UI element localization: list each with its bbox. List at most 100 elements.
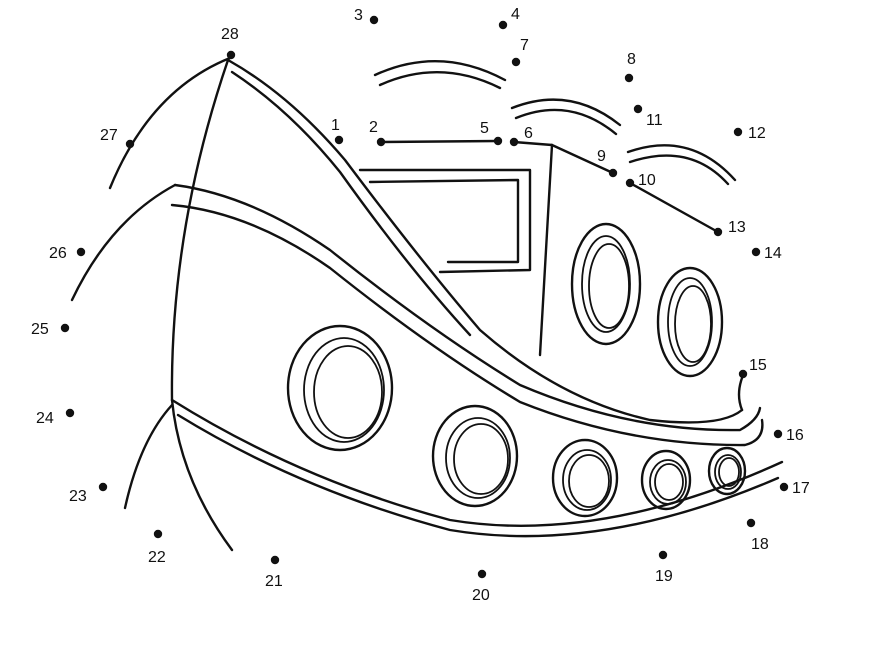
dot-number: 2: [369, 119, 378, 136]
porthole-hull-5: [707, 446, 747, 496]
dot-number: 13: [728, 219, 746, 236]
dot-6: 6: [509, 125, 533, 147]
dot-number: 18: [751, 536, 769, 553]
porthole-hull-3: [551, 438, 619, 518]
dot-number: 17: [792, 480, 810, 497]
dot-marker: [60, 323, 70, 333]
porthole-cabin-1: [570, 222, 642, 346]
dot-marker: [270, 555, 280, 565]
dot-17: 17: [779, 480, 810, 497]
cabin-front-wall: [538, 143, 554, 357]
dot-23: 23: [69, 482, 108, 505]
dot-number: 19: [655, 568, 673, 585]
dot-13: 13: [713, 219, 746, 237]
dot-marker: [65, 408, 75, 418]
segment-6-9b: [550, 143, 615, 175]
dot-number: 25: [31, 321, 49, 338]
dot-number: 6: [524, 125, 533, 142]
dot-marker: [76, 247, 86, 257]
dot-2: 2: [369, 119, 386, 147]
porthole-hull-4: [640, 449, 692, 511]
dot-marker: [625, 178, 635, 188]
dot-number: 1: [331, 117, 340, 134]
dot-marker: [746, 518, 756, 528]
dot-20: 20: [472, 569, 490, 604]
dot-1: 1: [331, 117, 344, 145]
dot-marker: [658, 550, 668, 560]
hull-left-edge: [170, 58, 234, 552]
porthole-hull-1: [286, 324, 394, 452]
smoke-arc-3-inner: [628, 154, 730, 186]
dot-16: 16: [773, 427, 804, 444]
dot-8: 8: [624, 51, 636, 83]
dot-21: 21: [265, 555, 283, 590]
dot-number: 10: [638, 172, 656, 189]
hull-band-top: [173, 183, 762, 432]
porthole-cabin-2: [656, 266, 724, 378]
dot-marker: [733, 127, 743, 137]
dot-number: 3: [354, 7, 363, 24]
dot-marker: [498, 20, 508, 30]
segment-10-13: [628, 181, 720, 234]
segment-2-5: [378, 139, 500, 144]
dot-10: 10: [625, 172, 656, 189]
dot-marker: [226, 50, 236, 60]
dot-18: 18: [746, 518, 769, 553]
hull-keel-line-inner: [176, 413, 780, 538]
upper-deck-line: [226, 58, 744, 424]
cabin-window-frame: [358, 168, 532, 274]
dot-4: 4: [498, 6, 520, 30]
smoke-arc-2-inner: [514, 108, 618, 136]
hull-band-bottom: [170, 203, 764, 447]
dot-number: 27: [100, 127, 118, 144]
dot-5: 5: [480, 120, 503, 146]
dot-marker: [773, 429, 783, 439]
dot-marker: [608, 168, 618, 178]
dot-marker: [779, 482, 789, 492]
smoke-arc-2: [510, 98, 622, 127]
dot-7: 7: [511, 37, 529, 67]
dot-marker: [509, 137, 519, 147]
dot-marker: [511, 57, 521, 67]
dot-12: 12: [733, 125, 766, 142]
dot-marker: [153, 529, 163, 539]
dot-number: 26: [49, 245, 67, 262]
dot-number: 12: [748, 125, 766, 142]
dot-14: 14: [751, 245, 782, 262]
segment-6-9: [512, 140, 554, 147]
dot-28: 28: [221, 26, 239, 60]
porthole-hull-2: [431, 404, 519, 508]
dot-number: 14: [764, 245, 782, 262]
dot-24: 24: [36, 408, 75, 427]
dot-marker: [493, 136, 503, 146]
dot-marker: [98, 482, 108, 492]
stern-tip: [737, 376, 744, 412]
hull-mid-curve: [70, 183, 177, 302]
dot-number: 5: [480, 120, 489, 137]
dot-number: 16: [786, 427, 804, 444]
dot-15: 15: [738, 357, 767, 379]
dot-marker: [751, 247, 761, 257]
dot-19: 19: [655, 550, 673, 585]
dot-marker: [369, 15, 379, 25]
hull-outer-curve: [108, 56, 232, 190]
dot-22: 22: [148, 529, 166, 566]
dot-marker: [334, 135, 344, 145]
dot-number: 8: [627, 51, 636, 68]
smoke-arc-1: [373, 60, 507, 82]
dot-27: 27: [100, 127, 135, 149]
smoke-arc-3: [626, 144, 737, 182]
dot-9: 9: [597, 148, 618, 178]
dot-marker: [633, 104, 643, 114]
ship-hull-drawing: [70, 56, 784, 552]
dot-number: 4: [511, 6, 520, 23]
dot-number: 23: [69, 488, 87, 505]
dot-number: 7: [520, 37, 529, 54]
dot-number: 22: [148, 549, 166, 566]
dot-26: 26: [49, 245, 86, 262]
dot-marker: [125, 139, 135, 149]
dot-number: 21: [265, 573, 283, 590]
hull-lower-curve: [123, 403, 174, 510]
